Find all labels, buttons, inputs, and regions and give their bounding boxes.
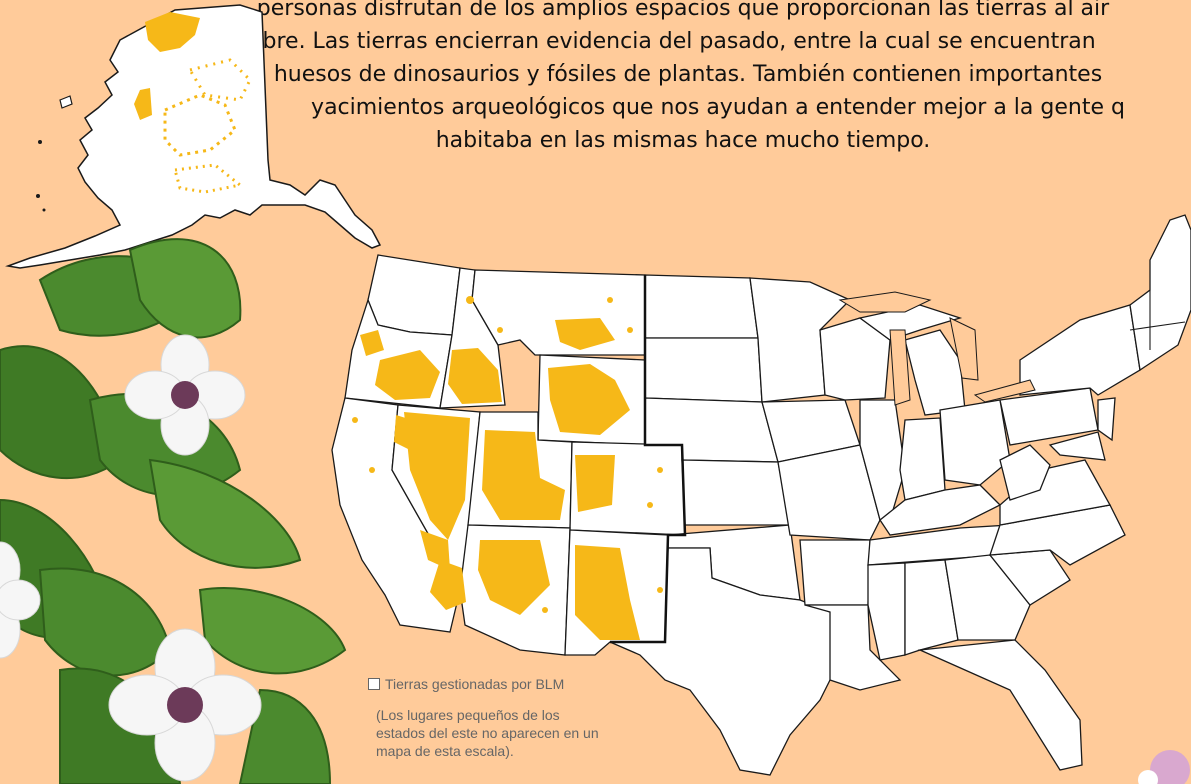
legend-swatch	[368, 678, 380, 690]
flower	[124, 334, 246, 456]
alaska-outline	[5, 4, 382, 269]
state-mississippi	[867, 562, 906, 661]
blm-lands	[360, 318, 640, 640]
flower-center	[171, 381, 199, 409]
state-maryland	[1048, 431, 1106, 461]
alaska-map	[5, 4, 382, 269]
blm-fleck	[369, 467, 375, 473]
state-texas	[609, 547, 841, 776]
blm-fleck	[647, 502, 653, 508]
leaf	[198, 587, 347, 675]
blm-fleck	[607, 297, 613, 303]
aleutian-island	[38, 140, 42, 144]
intro-line: libre. Las tierras encierran evidencia d…	[250, 29, 1096, 54]
state-new-york	[1019, 304, 1141, 396]
leaf	[38, 567, 172, 677]
flower-center	[167, 687, 203, 723]
blm-land-oregon	[375, 350, 440, 400]
blm-fleck	[542, 607, 548, 613]
legend-row: Tierras gestionadas por BLM	[368, 676, 608, 692]
state-indiana	[899, 417, 946, 501]
state-ohio	[939, 399, 1011, 486]
state-west-virginia	[999, 444, 1051, 501]
blm-land-utah	[482, 430, 565, 520]
state-new-england	[1129, 214, 1191, 372]
lake-superior	[838, 291, 932, 313]
blm-land-nevada	[404, 412, 470, 540]
blm-fleck	[466, 296, 474, 304]
alaska-blm-land	[163, 93, 237, 157]
aleutian-island	[59, 95, 73, 109]
blm-land-oregon	[360, 330, 384, 356]
intro-line: personas disfrutan de los amplios espaci…	[256, 0, 1110, 21]
bunchberry-plant-image	[0, 238, 1190, 784]
blm-fleck	[352, 417, 358, 423]
intro-line: habitaba en las mismas hace mucho tiempo…	[435, 128, 931, 153]
state-georgia	[944, 554, 1031, 641]
alaska-blm-land	[187, 58, 252, 102]
blm-fleck	[497, 327, 503, 333]
state-kentucky	[879, 484, 1002, 536]
blm-land-montana	[555, 318, 615, 350]
blm-land-arizona	[478, 540, 550, 615]
blm-fleck	[627, 327, 633, 333]
leaf	[148, 458, 302, 569]
lake-michigan	[889, 329, 911, 406]
flower	[108, 628, 262, 782]
flower-partial	[1138, 750, 1190, 784]
state-massachusetts-border	[1129, 321, 1186, 331]
state-montana	[471, 269, 646, 356]
blm-fleck	[657, 587, 663, 593]
intro-line: yacimientos arqueológicos que nos ayudan…	[311, 95, 1125, 120]
map-legend: Tierras gestionadas por BLM (Los lugares…	[368, 676, 608, 760]
state-north-dakota	[644, 274, 759, 339]
state-missouri	[777, 444, 881, 541]
aleutian-island	[42, 208, 46, 212]
flower	[0, 541, 41, 659]
blm-region-boundary	[610, 275, 687, 644]
intro-paragraph: personas disfrutan de los amplios espaci…	[248, 0, 1178, 207]
blm-land-california	[394, 415, 412, 450]
lake-huron	[949, 317, 979, 381]
petal	[1138, 770, 1158, 784]
aleutian-island	[36, 194, 40, 198]
blm-land-flecks	[352, 296, 663, 613]
state-kansas	[681, 459, 791, 526]
state-arkansas	[799, 539, 871, 606]
petal	[1150, 750, 1190, 784]
leaf	[128, 238, 242, 339]
intro-line: huesos de dinosaurios y fósiles de plant…	[273, 62, 1103, 87]
blm-fleck	[657, 467, 663, 473]
state-alabama	[904, 559, 959, 656]
blm-land-colorado	[575, 455, 615, 512]
lake-erie	[973, 379, 1036, 403]
blm-land-new-mexico	[575, 545, 640, 640]
contiguous-us-map	[331, 214, 1191, 776]
petal	[0, 579, 41, 621]
legend-note: (Los lugares pequeños de los estados del…	[376, 707, 599, 759]
blm-land-wyoming	[548, 364, 630, 435]
alaska-blm-land	[145, 12, 200, 52]
blm-land-idaho	[448, 348, 502, 404]
state-new-jersey	[1097, 397, 1116, 442]
state-florida	[917, 639, 1083, 771]
state-south-dakota	[644, 337, 763, 403]
legend-label: Tierras gestionadas por BLM	[385, 676, 565, 692]
blm-land-nevada	[420, 530, 450, 570]
state-washington	[367, 254, 461, 336]
blm-land-california	[430, 560, 466, 610]
state-louisiana	[804, 604, 902, 691]
alaska-blm-land	[134, 88, 152, 120]
